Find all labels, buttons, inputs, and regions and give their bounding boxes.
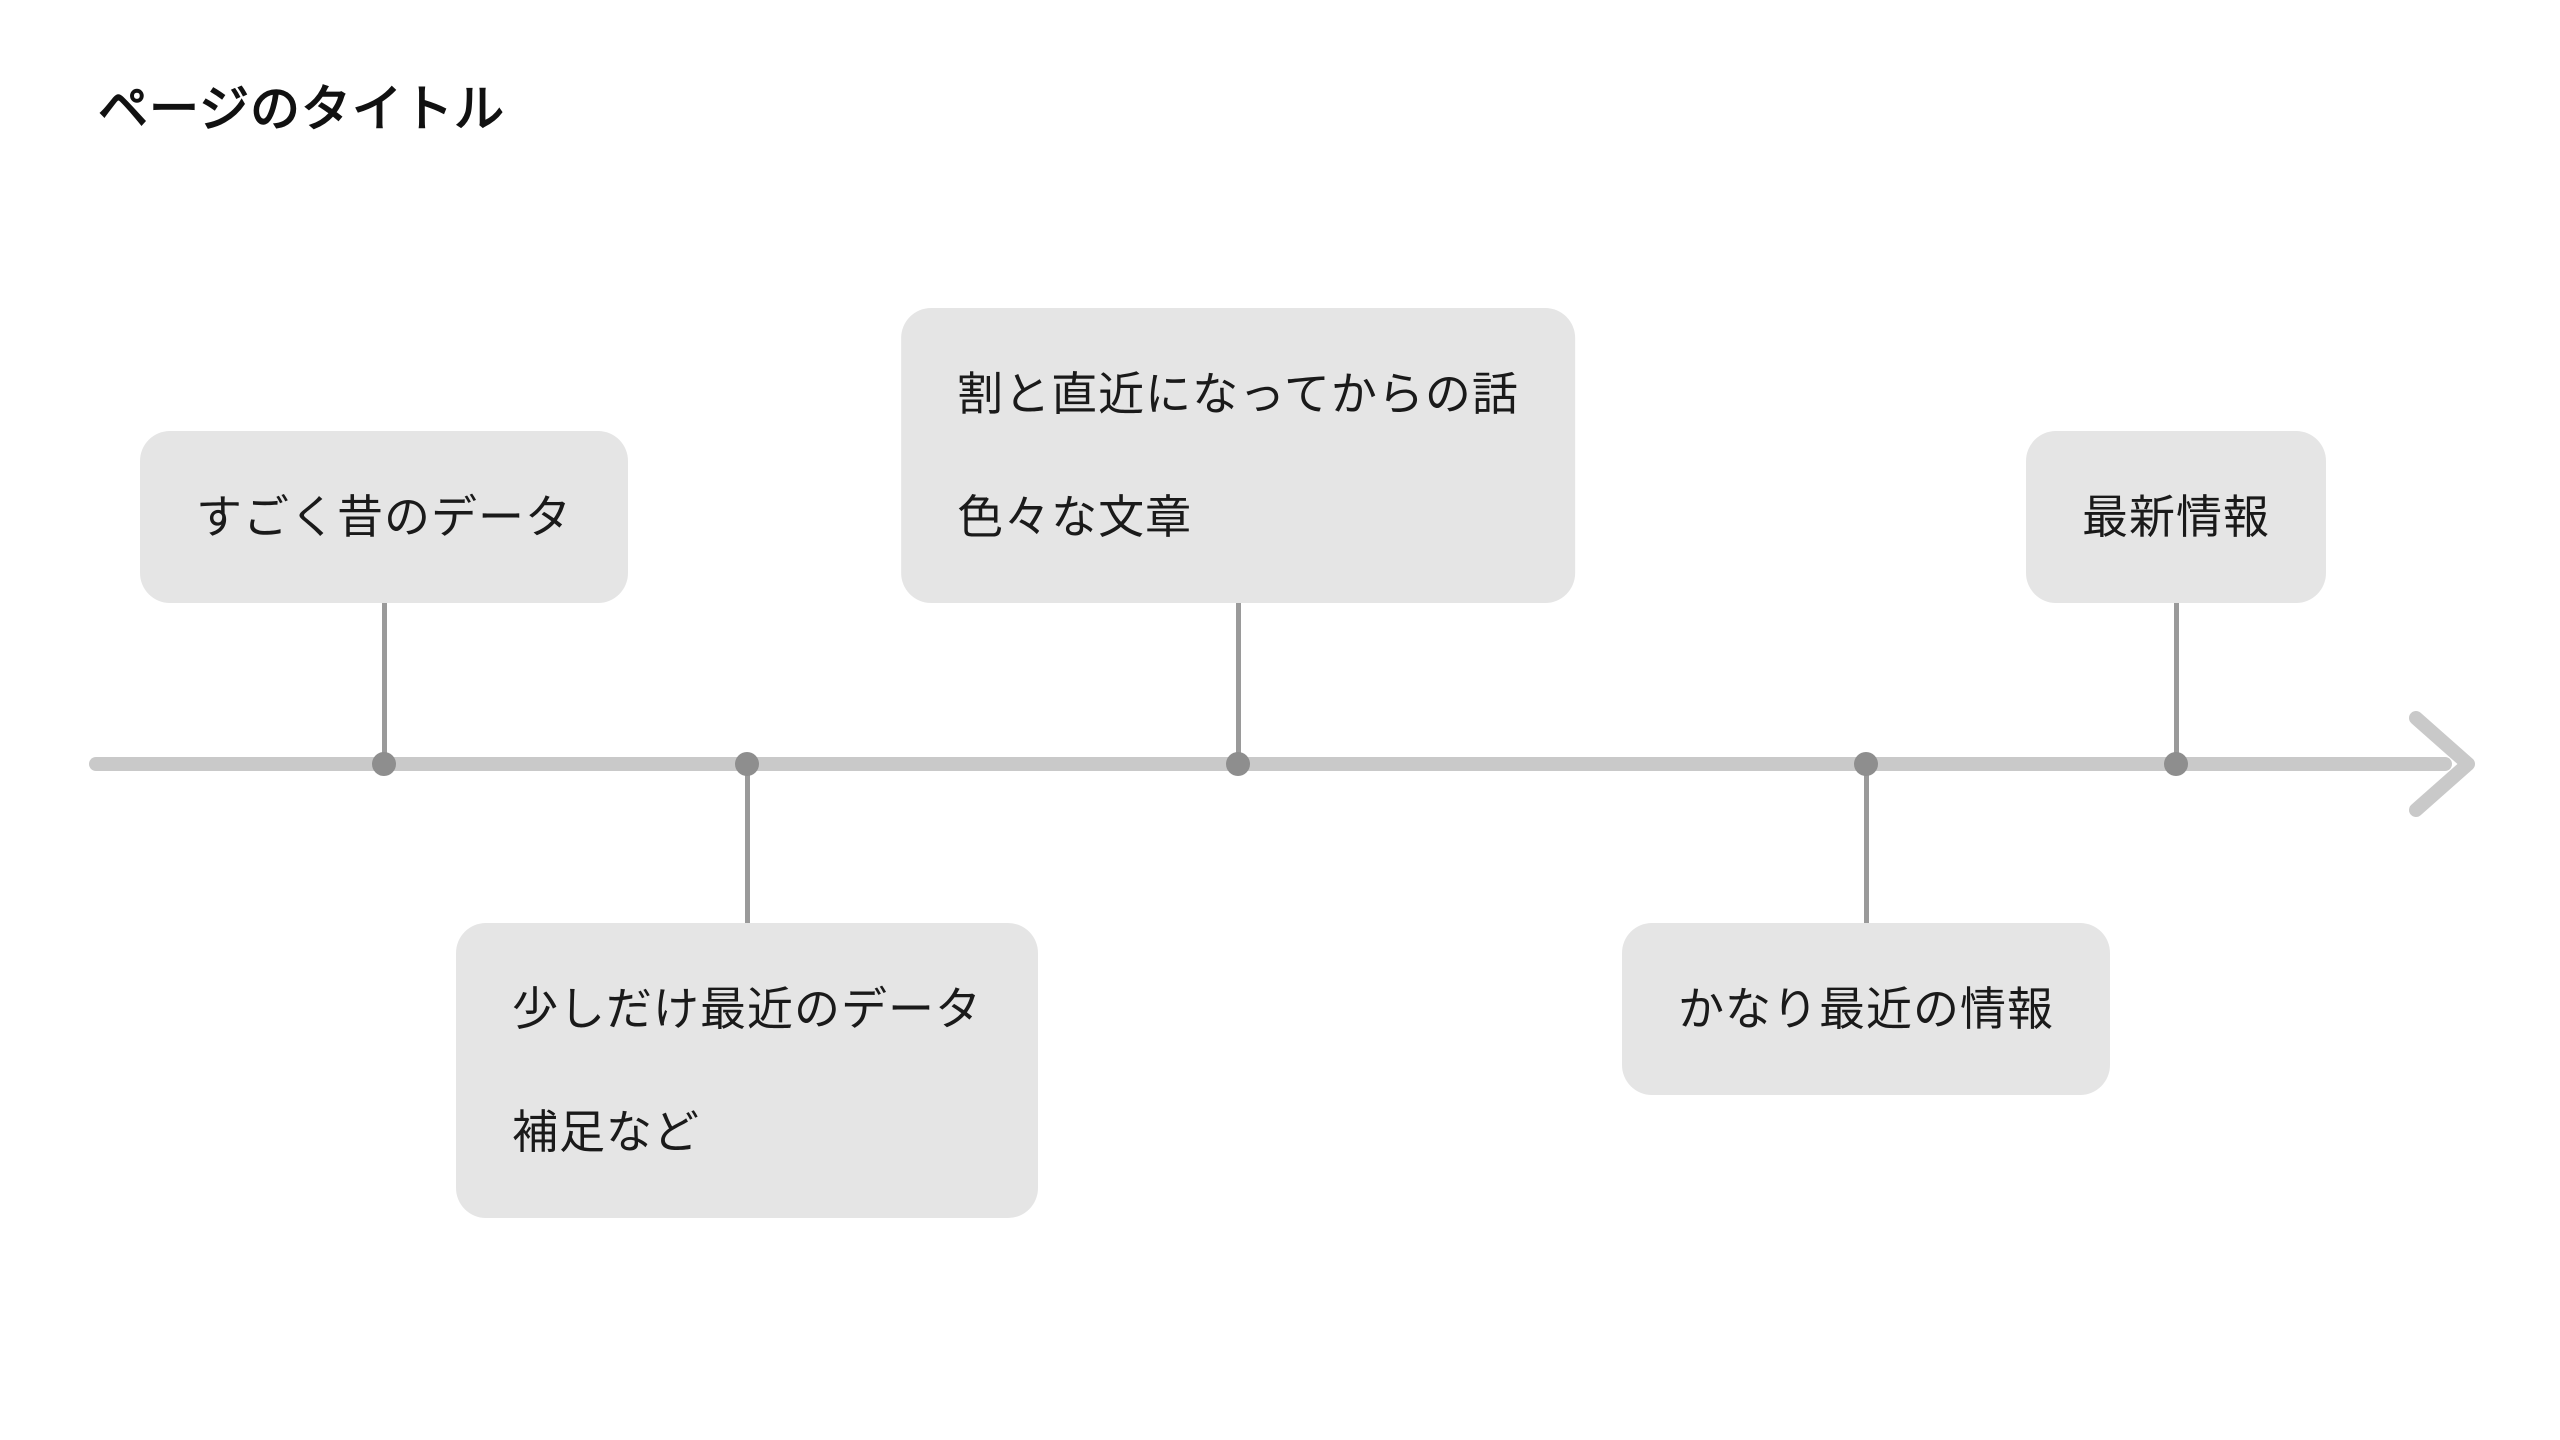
event-card[interactable]: すごく昔のデータ <box>140 431 628 603</box>
event-card-line: 補足など <box>512 1106 700 1158</box>
event-card[interactable]: 最新情報 <box>2026 431 2326 603</box>
arrow-right-icon <box>2409 711 2475 817</box>
event-card[interactable]: 割と直近になってからの話色々な文章 <box>901 308 1575 603</box>
connector-line <box>745 764 750 923</box>
event-card-line: 最新情報 <box>2082 491 2270 543</box>
event-card[interactable]: 少しだけ最近のデータ補足など <box>456 923 1038 1218</box>
event-card-line: かなり最近の情報 <box>1678 983 2054 1035</box>
timeline-dot <box>735 752 759 776</box>
timeline-dot <box>1854 752 1878 776</box>
timeline-axis-bar <box>89 757 2452 771</box>
timeline-dot <box>1226 752 1250 776</box>
timeline-dot <box>372 752 396 776</box>
page-title: ページのタイトル <box>98 81 505 137</box>
event-card-line: 割と直近になってからの話 <box>957 368 1519 420</box>
connector-line <box>1864 764 1869 923</box>
connector-line <box>2174 603 2179 764</box>
event-card[interactable]: かなり最近の情報 <box>1622 923 2110 1095</box>
event-card-line: すごく昔のデータ <box>196 491 572 543</box>
event-card-line: 少しだけ最近のデータ <box>512 983 982 1035</box>
event-card-line: 色々な文章 <box>957 491 1193 543</box>
connector-line <box>1236 603 1241 764</box>
connector-line <box>382 603 387 764</box>
timeline-dot <box>2164 752 2188 776</box>
